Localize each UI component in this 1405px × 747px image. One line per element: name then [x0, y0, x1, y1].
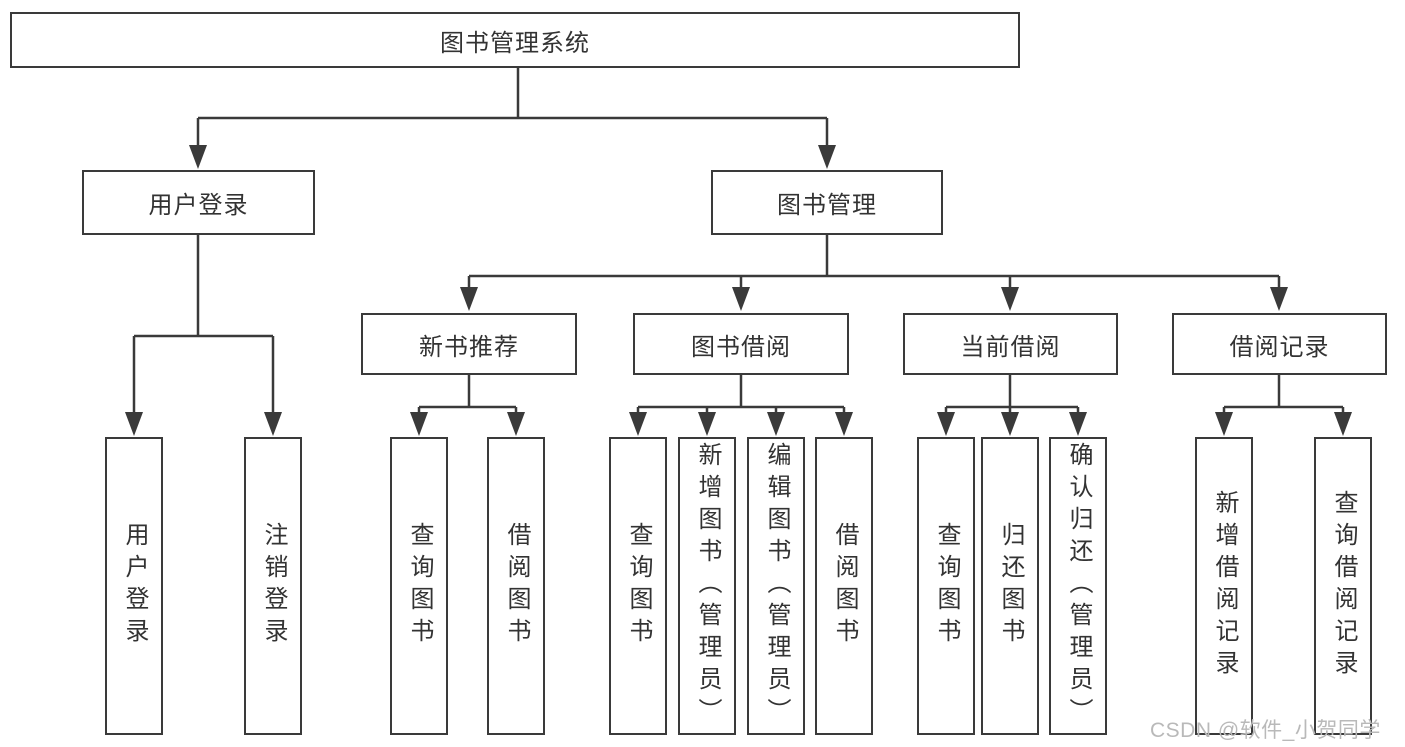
- node-label: 当前借阅: [960, 333, 1061, 361]
- leaf-user-login: 用户登录: [105, 437, 163, 735]
- node-label: 图书管理: [777, 192, 877, 219]
- csdn-watermark: CSDN @软件_小贺同学: [1150, 719, 1381, 742]
- node-new-book-recommend: 新书推荐: [361, 313, 577, 375]
- leaf-label: 归还图书: [997, 522, 1024, 650]
- node-label: 用户登录: [148, 192, 249, 219]
- node-library-management-system: 图书管理系统: [10, 12, 1020, 68]
- leaf-label: 查询图书: [406, 522, 433, 650]
- node-label: 图书管理系统: [440, 29, 590, 57]
- node-borrowing-records: 借阅记录: [1172, 313, 1387, 375]
- leaf-query-borrow-record: 查询借阅记录: [1314, 437, 1372, 735]
- leaf-edit-books-admin: 编辑图书（管理员）: [747, 437, 805, 735]
- leaf-label: 确认归还（管理员）: [1065, 442, 1092, 730]
- leaf-add-books-admin: 新增图书（管理员）: [678, 437, 736, 735]
- leaf-label: 编辑图书（管理员）: [763, 442, 790, 730]
- leaf-label: 借阅图书: [503, 522, 530, 650]
- leaf-query-books-current: 查询图书: [917, 437, 975, 735]
- leaf-logout: 注销登录: [244, 437, 302, 735]
- leaf-label: 用户登录: [121, 522, 148, 650]
- leaf-label: 注销登录: [260, 522, 287, 650]
- leaf-add-borrow-record: 新增借阅记录: [1195, 437, 1253, 735]
- node-book-management: 图书管理: [711, 170, 943, 235]
- leaf-label: 新增图书（管理员）: [694, 442, 721, 730]
- leaf-borrow-books-borrowing: 借阅图书: [815, 437, 873, 735]
- node-label: 新书推荐: [419, 333, 519, 361]
- node-user-login: 用户登录: [82, 170, 315, 235]
- leaf-label: 查询借阅记录: [1330, 490, 1357, 682]
- leaf-label: 新增借阅记录: [1211, 490, 1238, 682]
- leaf-confirm-return-admin: 确认归还（管理员）: [1049, 437, 1107, 735]
- node-book-borrowing: 图书借阅: [633, 313, 849, 375]
- leaf-label: 借阅图书: [831, 522, 858, 650]
- leaf-query-books-borrowing: 查询图书: [609, 437, 667, 735]
- leaf-label: 查询图书: [625, 522, 652, 650]
- leaf-return-books: 归还图书: [981, 437, 1039, 735]
- node-label: 借阅记录: [1229, 333, 1330, 361]
- node-label: 图书借阅: [691, 333, 791, 361]
- node-current-borrowing: 当前借阅: [903, 313, 1118, 375]
- leaf-label: 查询图书: [933, 522, 960, 650]
- leaf-query-books-recommend: 查询图书: [390, 437, 448, 735]
- leaf-borrow-books-recommend: 借阅图书: [487, 437, 545, 735]
